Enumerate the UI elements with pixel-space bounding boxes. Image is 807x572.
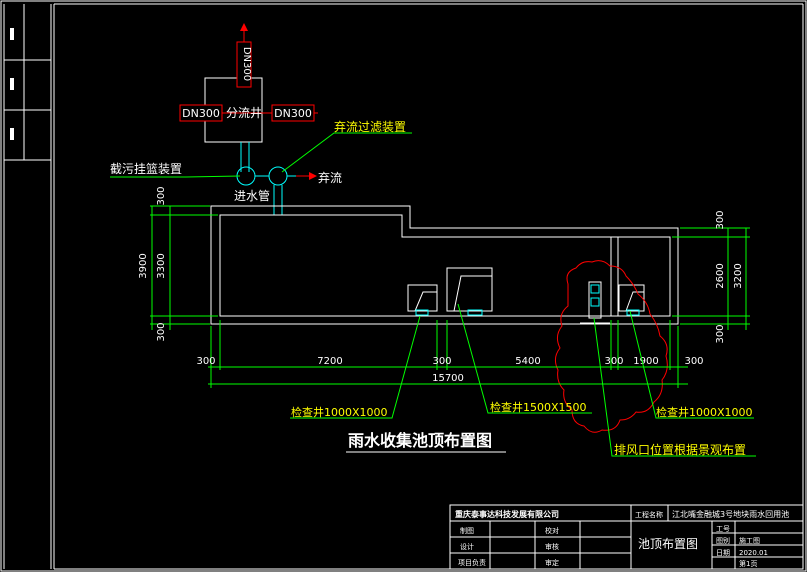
manhole-right-leader (629, 310, 754, 419)
horizontal-dimensions (208, 320, 688, 388)
left-dimensions (150, 205, 218, 330)
manhole-right (618, 284, 645, 316)
dim-left-300-bottom: 300 (156, 322, 167, 341)
manhole-left-leader (290, 315, 421, 419)
manhole-middle (446, 267, 493, 316)
title-block (449, 504, 804, 570)
vent-outlet (580, 281, 610, 324)
dim-right-3200: 3200 (733, 263, 744, 288)
inlet-pipes (236, 142, 296, 215)
dim-h-300-d: 300 (684, 356, 703, 367)
dim-h-1900: 1900 (633, 356, 658, 367)
basket-leader (110, 175, 241, 178)
vent-note-label: 排风口位置根据景观布置 (614, 442, 746, 457)
title-r-value3: 2020.01 (739, 549, 768, 557)
dim-h-300-b: 300 (432, 356, 451, 367)
manhole-left-label: 检查井1000X1000 (291, 405, 388, 419)
dn-top-box (236, 41, 252, 88)
title-project: 江北嘴金融城3号地块雨水回用池 (672, 509, 789, 519)
title-company: 重庆泰事达科技发展有限公司 (455, 509, 559, 519)
title-r-label2: 图别 (716, 536, 730, 545)
dim-h-5400: 5400 (515, 356, 540, 367)
dim-h-300-c: 300 (604, 356, 623, 367)
title-row1-mid: 校对 (545, 526, 559, 535)
dim-right-2600: 2600 (715, 263, 726, 288)
binding-strip (3, 4, 51, 569)
discard-filter-leader (281, 132, 412, 173)
dim-h-total: 15700 (432, 373, 464, 384)
title-row1-left: 制图 (460, 526, 474, 535)
dim-left-3300: 3300 (156, 253, 167, 278)
drawing-title: 雨水收集池顶布置图 (348, 431, 492, 450)
title-sheet: 池顶布置图 (638, 537, 698, 551)
dim-left-300-top: 300 (156, 186, 167, 205)
dn-left-box (179, 104, 223, 122)
vent-note-leader (593, 317, 756, 457)
dn-top-label: DN300 (241, 47, 252, 81)
tank-outline (210, 205, 679, 325)
title-row2-mid: 审核 (545, 542, 559, 551)
title-r-value4: 第1页 (739, 559, 757, 568)
dim-left-3900: 3900 (138, 253, 149, 278)
inlet-pipe-label: 进水管 (234, 188, 270, 203)
title-r-label3: 日期 (716, 549, 730, 557)
manhole-left (407, 284, 438, 316)
discard-filter-label: 弃流过滤装置 (334, 119, 406, 134)
right-dimensions (672, 227, 750, 330)
title-row3-mid: 审定 (545, 558, 559, 567)
manhole-mid-leader (457, 303, 592, 414)
dim-h-300-a: 300 (196, 356, 215, 367)
dim-right-300-bottom: 300 (715, 324, 726, 343)
dn-right-label: DN300 (274, 107, 312, 120)
title-r-value2: 施工图 (739, 536, 760, 545)
manhole-mid-label: 检查井1500X1500 (490, 400, 587, 414)
title-project-label: 工程名称 (635, 510, 663, 519)
basket-label: 截污挂篮装置 (110, 161, 182, 176)
revision-cloud (554, 260, 668, 433)
dn-right-box (271, 104, 315, 122)
diversion-well-label: 分流井 (226, 106, 262, 120)
discard-flow-label: 弃流 (318, 170, 342, 185)
dn-left-label: DN300 (182, 107, 220, 120)
dim-h-7200: 7200 (317, 356, 342, 367)
dim-right-300-top: 300 (715, 210, 726, 229)
manhole-right-label: 检查井1000X1000 (656, 405, 753, 419)
title-r-label1: 工号 (716, 525, 730, 533)
title-row3-left: 项目负责 (458, 558, 486, 567)
title-row2-left: 设计 (460, 542, 474, 551)
